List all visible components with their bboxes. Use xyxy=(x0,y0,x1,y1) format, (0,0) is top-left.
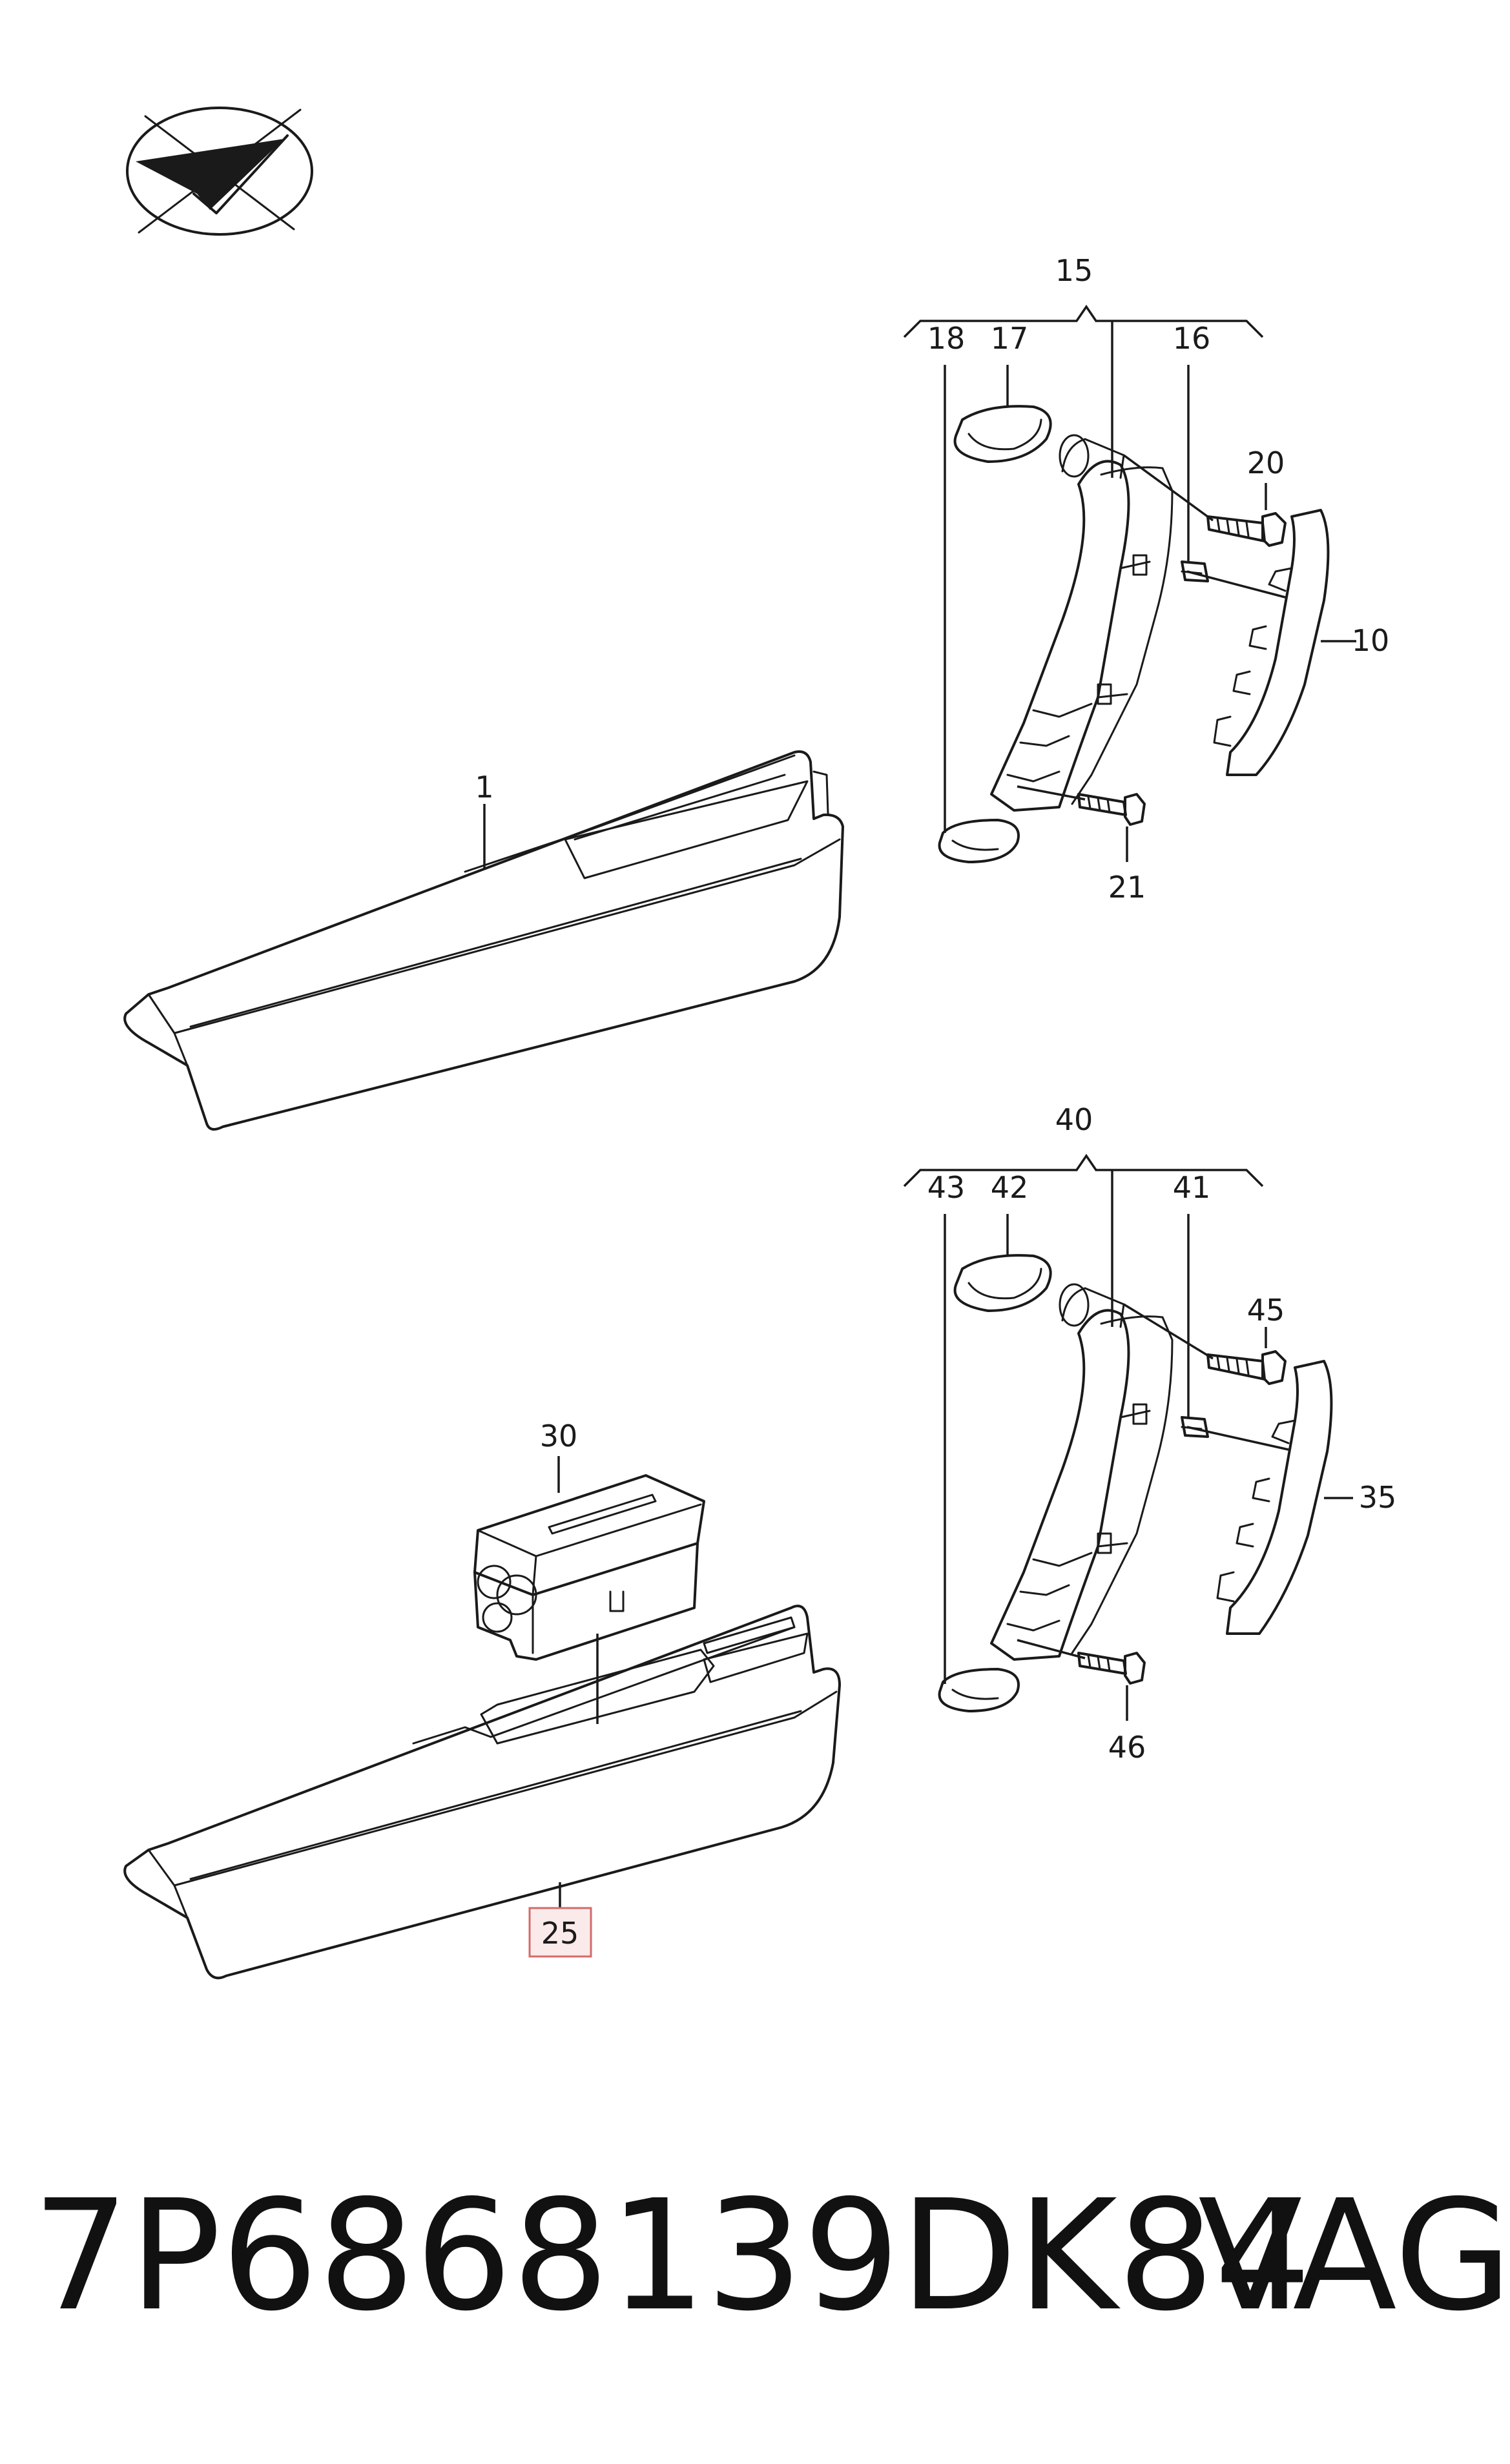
leader-21b xyxy=(1017,785,1086,801)
part-10-cover xyxy=(1213,509,1330,776)
callout-20[interactable]: 20 xyxy=(1247,446,1285,480)
part-number-label: 7P6868139DK84 xyxy=(32,2167,1311,2345)
part-35-cover xyxy=(1216,1360,1333,1635)
callout-16[interactable]: 16 xyxy=(1173,321,1211,356)
leader-20b xyxy=(1122,454,1214,522)
leader-46b xyxy=(1017,1639,1086,1659)
callout-43[interactable]: 43 xyxy=(927,1170,966,1205)
leader-16b xyxy=(1186,570,1286,599)
part-25-armrest-trim xyxy=(123,1605,841,1980)
part-17-cap xyxy=(953,405,1052,463)
callout-17[interactable]: 17 xyxy=(991,321,1029,356)
part-16-clip xyxy=(1181,560,1209,582)
callout-10[interactable]: 10 xyxy=(1352,623,1390,658)
part-30-module xyxy=(473,1474,705,1661)
callout-42[interactable]: 42 xyxy=(991,1170,1029,1205)
leader-45b xyxy=(1123,1303,1214,1360)
part-45-screw xyxy=(1206,1350,1287,1385)
callout-25-highlight xyxy=(528,1907,592,1958)
part-20-screw xyxy=(1206,512,1287,547)
brand-label: VAG xyxy=(1198,2167,1510,2345)
direction-symbol-icon xyxy=(126,107,313,236)
callout-1[interactable]: 1 xyxy=(475,770,493,805)
callout-21[interactable]: 21 xyxy=(1108,870,1146,905)
part-21-screw xyxy=(1077,793,1146,826)
part-43-cap xyxy=(938,1668,1020,1712)
leader-41b xyxy=(1186,1426,1289,1451)
part-46-screw xyxy=(1077,1652,1146,1685)
part-42-cap xyxy=(953,1254,1052,1312)
callout-35[interactable]: 35 xyxy=(1359,1480,1397,1515)
part-40-grab-handle xyxy=(990,1283,1174,1661)
part-1-armrest-trim xyxy=(123,750,844,1131)
callout-46[interactable]: 46 xyxy=(1108,1730,1146,1765)
callout-25[interactable]: 25 xyxy=(541,1916,579,1951)
callout-15[interactable]: 15 xyxy=(1055,253,1093,288)
callout-41[interactable]: 41 xyxy=(1173,1170,1211,1205)
callout-40[interactable]: 40 xyxy=(1055,1102,1093,1137)
bracket-15 xyxy=(903,304,1264,338)
bracket-40 xyxy=(903,1153,1264,1187)
part-41-clip xyxy=(1181,1416,1209,1438)
part-15-grab-handle xyxy=(990,434,1174,812)
callout-18[interactable]: 18 xyxy=(927,321,966,356)
callout-30[interactable]: 30 xyxy=(540,1419,578,1453)
part-18-cap xyxy=(938,819,1020,863)
callout-45[interactable]: 45 xyxy=(1247,1293,1285,1328)
